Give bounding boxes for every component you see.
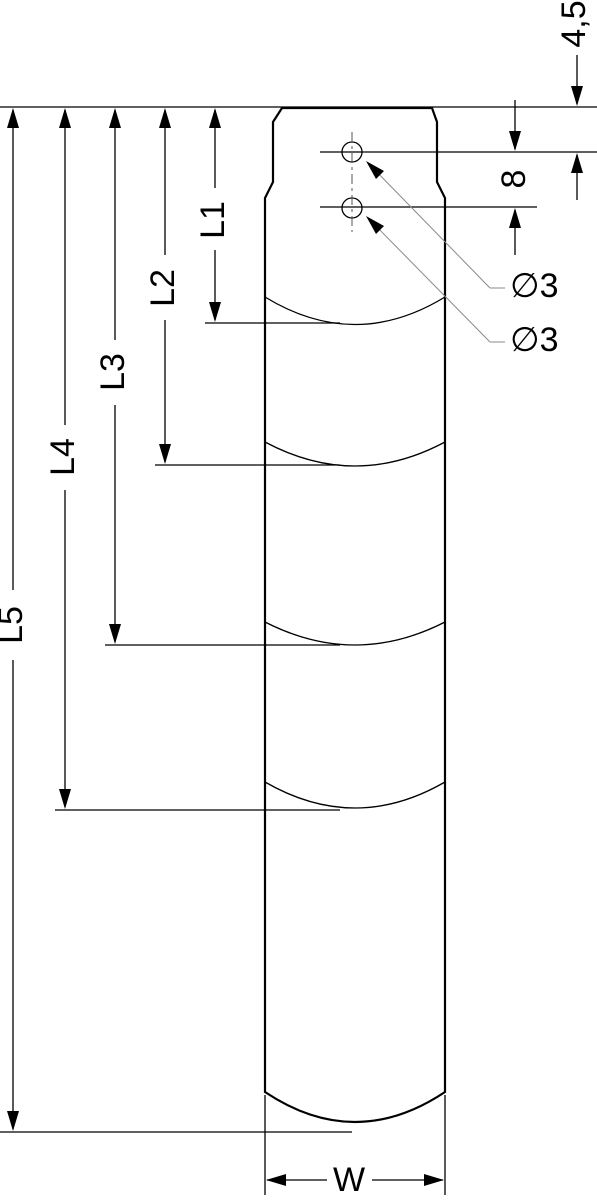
dimension-top-offset: 4,5: [555, 0, 593, 106]
dimension-l1: L1: [194, 108, 232, 322]
label-hole-lower-dia: ∅3: [510, 321, 559, 359]
label-top-offset: 4,5: [555, 0, 593, 47]
extension-lines: [0, 322, 446, 1195]
label-l2: L2: [144, 269, 182, 307]
label-hole-upper-dia: ∅3: [510, 267, 559, 305]
label-l4: L4: [44, 438, 82, 476]
segment-divider-1: [264, 296, 446, 326]
segment-divider-4: [264, 781, 446, 809]
dimension-l3: L3: [94, 108, 132, 644]
label-w: W: [333, 1161, 365, 1199]
leader-lower: [369, 219, 491, 343]
segment-divider-2: [264, 441, 446, 467]
hole-diameter-leaders: ∅3 ∅3: [366, 161, 559, 359]
dimension-l5: L5: [0, 108, 30, 1131]
label-l1: L1: [194, 201, 232, 239]
holes: [320, 132, 597, 232]
dimension-l4: L4: [44, 108, 82, 809]
leader-upper: [369, 164, 491, 289]
tube-part: [263, 106, 447, 1123]
segment-divider-3: [264, 621, 446, 646]
dimension-l2: L2: [144, 108, 182, 464]
label-l3: L3: [94, 353, 132, 391]
label-l5: L5: [0, 606, 30, 644]
tube-outline: [263, 106, 447, 1123]
label-hole-spacing: 8: [495, 170, 533, 189]
dimension-w: W: [266, 1161, 444, 1199]
dimension-hole-spacing: 8: [495, 100, 583, 255]
